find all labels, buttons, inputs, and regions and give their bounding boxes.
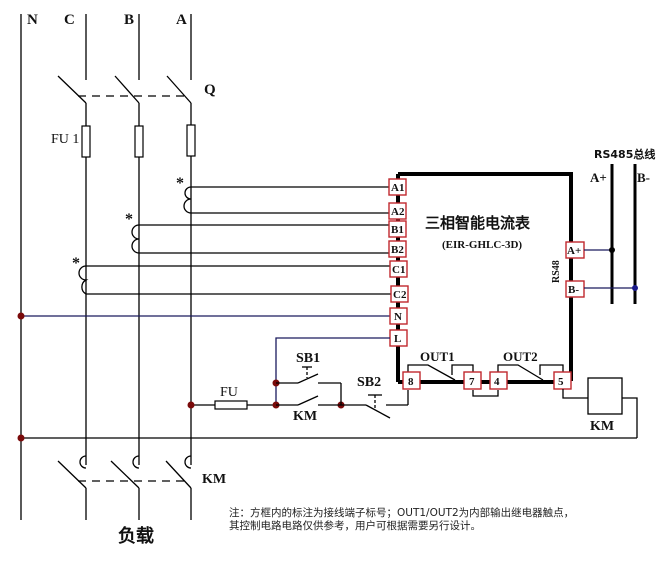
fuse-label-fu1: FU 1 <box>51 132 79 147</box>
svg-text:N: N <box>394 311 402 323</box>
bus-title: RS485总线 <box>594 147 655 161</box>
coil-wire <box>562 389 588 399</box>
terminal-a-plus: A+ <box>565 241 585 259</box>
terminal-a2: A2 <box>388 202 407 220</box>
junction-dot <box>17 434 25 442</box>
terminal-c2: C2 <box>390 285 409 303</box>
svg-text:B1: B1 <box>391 224 404 236</box>
phase-label-a: A <box>176 12 187 28</box>
button-sb1-label: SB1 <box>296 351 320 366</box>
km-coil-label: KM <box>590 419 614 434</box>
terminal-5: 5 <box>553 371 572 390</box>
terminal-7: 7 <box>463 371 482 390</box>
svg-text:B-: B- <box>568 284 579 296</box>
out1-contact <box>407 364 499 397</box>
load-label: 负载 <box>118 525 154 547</box>
svg-text:L: L <box>394 333 401 345</box>
phase-label-n: N <box>27 12 38 28</box>
fuse-b <box>134 125 144 158</box>
ct-marker-c: * <box>72 255 80 272</box>
button-sb1 <box>276 366 342 405</box>
button-sb2 <box>341 390 409 419</box>
comm-label: RS48 <box>551 260 562 283</box>
phase-label-c: C <box>64 12 75 28</box>
svg-text:A2: A2 <box>391 206 405 218</box>
button-sb2-label: SB2 <box>357 375 381 390</box>
terminal-b2: B2 <box>388 240 407 258</box>
phase-label-b: B <box>124 12 134 28</box>
svg-text:C1: C1 <box>392 264 405 276</box>
meter-model: (EIR-GHLC-3D) <box>442 239 522 251</box>
note-line-1: 注：方框内的标注为接线端子标号；OUT1/OUT2为内部输出继电器触点， <box>229 506 574 519</box>
svg-text:A+: A+ <box>567 245 581 257</box>
coil-return-wire <box>622 397 638 438</box>
terminal-a1: A1 <box>388 178 407 196</box>
junction-dot <box>632 285 638 291</box>
note-line-2: 其控制电路电路仅供参考，用户可根据需要另行设计。 <box>229 519 481 532</box>
fuse-c <box>81 125 91 158</box>
terminal-b1: B1 <box>388 220 407 238</box>
svg-text:B2: B2 <box>391 244 404 256</box>
terminal-c1: C1 <box>389 260 408 278</box>
terminal-4: 4 <box>489 371 508 390</box>
out2-contact <box>497 364 564 381</box>
terminal-8: 8 <box>402 371 421 390</box>
terminal-n: N <box>389 307 408 325</box>
terminal-b-minus: B- <box>565 280 585 298</box>
current-transformer-b <box>131 224 393 254</box>
ct-marker-a: * <box>176 175 184 192</box>
km-aux-label: KM <box>293 409 317 424</box>
svg-text:4: 4 <box>494 376 500 388</box>
junction-dot <box>17 312 25 320</box>
bus-label-b: B- <box>637 170 650 185</box>
km-coil <box>587 377 623 415</box>
ct-marker-b: * <box>125 211 133 228</box>
junction-dot <box>187 401 195 409</box>
main-contactor-label: KM <box>202 472 226 487</box>
current-transformer-a <box>183 186 393 214</box>
svg-text:8: 8 <box>408 376 414 388</box>
breaker-label: Q <box>204 82 216 98</box>
main-contactor-km <box>57 455 192 520</box>
fuse-a <box>186 124 196 157</box>
svg-text:5: 5 <box>558 376 564 388</box>
meter-title: 三相智能电流表 <box>425 214 531 232</box>
out2-label: OUT2 <box>503 349 538 364</box>
out1-label: OUT1 <box>420 349 455 364</box>
control-fuse-label: FU <box>220 385 238 400</box>
current-transformer-c <box>78 265 393 295</box>
svg-text:A1: A1 <box>391 182 404 194</box>
control-fuse <box>214 400 248 410</box>
bus-label-a: A+ <box>590 170 607 185</box>
svg-text:7: 7 <box>469 376 475 388</box>
meter-box-outline <box>398 172 573 381</box>
terminal-l: L <box>389 329 408 347</box>
breaker-q <box>57 75 192 104</box>
km-aux-contact <box>276 395 341 406</box>
junction-dot <box>609 247 615 253</box>
svg-text:C2: C2 <box>393 289 407 301</box>
